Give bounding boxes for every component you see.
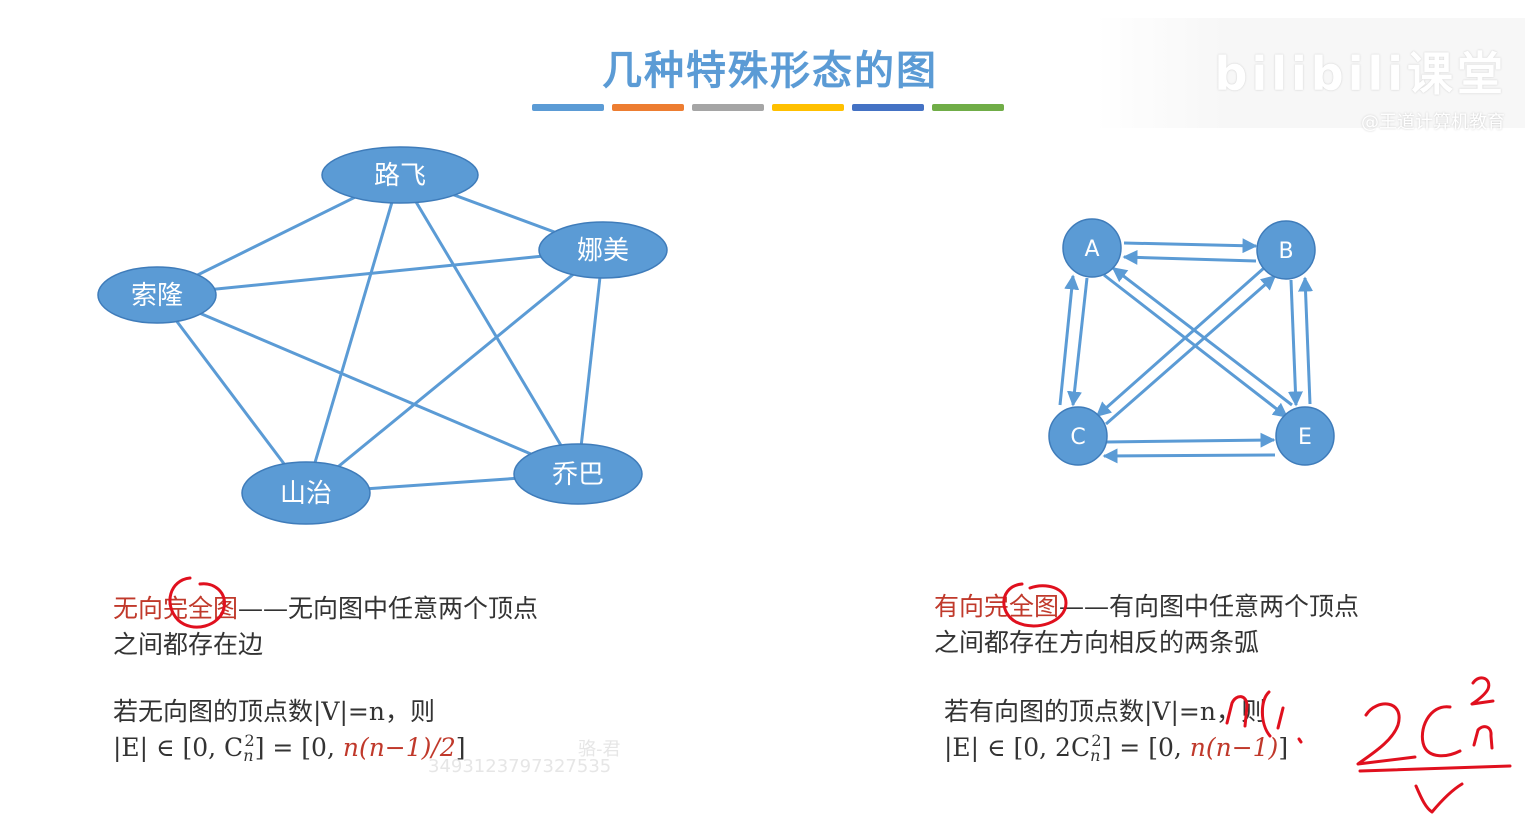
handwritten-v bbox=[1414, 782, 1464, 814]
page-title: 几种特殊形态的图 bbox=[602, 48, 938, 94]
directed-formula-mid: ] = [0, bbox=[1101, 733, 1190, 762]
node-b bbox=[1256, 220, 1316, 280]
node-shanzhi bbox=[241, 461, 371, 525]
node-label-c: C bbox=[1070, 425, 1085, 450]
handwritten-n bbox=[1225, 695, 1249, 728]
handwritten-1 bbox=[1276, 706, 1285, 730]
circle-mark-left bbox=[168, 576, 226, 629]
watermark-logo: bilibili课堂 bbox=[1214, 47, 1507, 101]
color-bar-1 bbox=[532, 104, 604, 111]
arc-e-a bbox=[1111, 266, 1293, 407]
handwritten-dot bbox=[1297, 737, 1303, 744]
node-e bbox=[1275, 406, 1335, 466]
color-bar-6 bbox=[932, 104, 1004, 111]
directed-formula-sup: 2 bbox=[1091, 731, 1102, 750]
handwritten-2 bbox=[1356, 702, 1417, 766]
directed-condition: 若有向图的顶点数|V|=n，则 bbox=[944, 697, 1266, 726]
color-bar-5 bbox=[852, 104, 924, 111]
undirected-formula-sub: n bbox=[243, 746, 254, 765]
node-qiaoba bbox=[513, 443, 643, 505]
faint-overlay-name: 骆-君 bbox=[578, 739, 621, 760]
edge-lufei-shanzhi bbox=[304, 174, 402, 494]
directed-definition: 有向完全图——有向图中任意两个顶点 之间都存在方向相反的两条弧 bbox=[934, 589, 1359, 661]
directed-term: 有向完全图 bbox=[934, 592, 1060, 621]
node-label-shanzhi: 山治 bbox=[280, 479, 332, 509]
edge-lufei-qiaoba bbox=[398, 174, 580, 475]
undirected-definition-line2: 之间都存在边 bbox=[113, 630, 264, 659]
undirected-formula: |E| ∈ [0, Cn2] = [0, n(n−1)/2] bbox=[113, 731, 466, 765]
edge-namei-qiaoba bbox=[576, 249, 605, 475]
edge-namei-shanzhi bbox=[305, 248, 604, 495]
arc-b-e bbox=[1287, 279, 1303, 407]
edge-suolong-qiaoba bbox=[156, 293, 579, 476]
edge-suolong-shanzhi bbox=[155, 294, 308, 494]
directed-definition-line1: ——有向图中任意两个顶点 bbox=[1059, 592, 1360, 621]
handwritten-paren bbox=[1260, 690, 1272, 738]
arc-c-e bbox=[1105, 432, 1276, 448]
node-namei bbox=[538, 221, 668, 279]
color-bar-2 bbox=[612, 104, 684, 111]
arc-e-b bbox=[1298, 276, 1314, 405]
undirected-condition: 若无向图的顶点数|V|=n，则 bbox=[113, 697, 435, 726]
undirected-formula-end: ] bbox=[455, 733, 466, 762]
watermark: bilibili课堂 @王道计算机教育 bbox=[1095, 18, 1525, 133]
faint-overlay-id: 3493123797327535 bbox=[428, 756, 612, 777]
directed-formula-end: ] bbox=[1278, 733, 1289, 762]
directed-formula-result: n(n−1) bbox=[1189, 733, 1279, 762]
watermark-subtitle: @王道计算机教育 bbox=[1361, 112, 1505, 133]
arc-c-a bbox=[1058, 274, 1080, 406]
arc-a-b bbox=[1123, 238, 1258, 254]
node-a bbox=[1062, 218, 1122, 278]
arc-c-b bbox=[1105, 274, 1277, 426]
handwritten-superscript-2 bbox=[1470, 676, 1495, 706]
node-lufei bbox=[321, 146, 479, 204]
directed-formula-prefix: |E| ∈ [0, 2C bbox=[944, 733, 1091, 762]
undirected-formula-mid: ] = [0, bbox=[254, 733, 343, 762]
undirected-definition-line1: ——无向图中任意两个顶点 bbox=[238, 594, 539, 623]
handwritten-subscript-n bbox=[1472, 725, 1494, 750]
undirected-formula-result: n(n−1)/2 bbox=[342, 733, 456, 762]
directed-formula: |E| ∈ [0, 2Cn2] = [0, n(n−1)] bbox=[944, 731, 1288, 765]
node-suolong bbox=[97, 266, 217, 324]
node-label-namei: 娜美 bbox=[577, 236, 629, 266]
directed-formula-sub: n bbox=[1090, 746, 1101, 765]
arc-e-c bbox=[1102, 448, 1276, 464]
arc-b-a bbox=[1122, 249, 1257, 265]
node-label-e: E bbox=[1298, 425, 1312, 450]
node-label-suolong: 索隆 bbox=[131, 281, 183, 311]
undirected-formula-sup: 2 bbox=[244, 731, 255, 750]
color-bar-4 bbox=[772, 104, 844, 111]
title-color-bars bbox=[532, 104, 1004, 111]
edge-namei-suolong bbox=[156, 248, 604, 297]
circle-mark-right bbox=[1002, 582, 1068, 628]
arc-a-c bbox=[1067, 277, 1089, 407]
node-label-a: A bbox=[1084, 237, 1099, 262]
node-label-qiaoba: 乔巴 bbox=[552, 460, 604, 490]
handwritten-c bbox=[1420, 705, 1462, 758]
handwritten-fraction-bar bbox=[1358, 764, 1512, 773]
undirected-formula-prefix: |E| ∈ [0, C bbox=[113, 733, 244, 762]
undirected-definition: 无向完全图——无向图中任意两个顶点 之间都存在边 bbox=[113, 591, 538, 663]
node-label-lufei: 路飞 bbox=[374, 161, 426, 191]
node-c bbox=[1048, 406, 1108, 466]
directed-definition-line2: 之间都存在方向相反的两条弧 bbox=[934, 628, 1260, 657]
arc-b-c bbox=[1095, 266, 1265, 418]
color-bar-3 bbox=[692, 104, 764, 111]
node-label-b: B bbox=[1278, 239, 1293, 264]
